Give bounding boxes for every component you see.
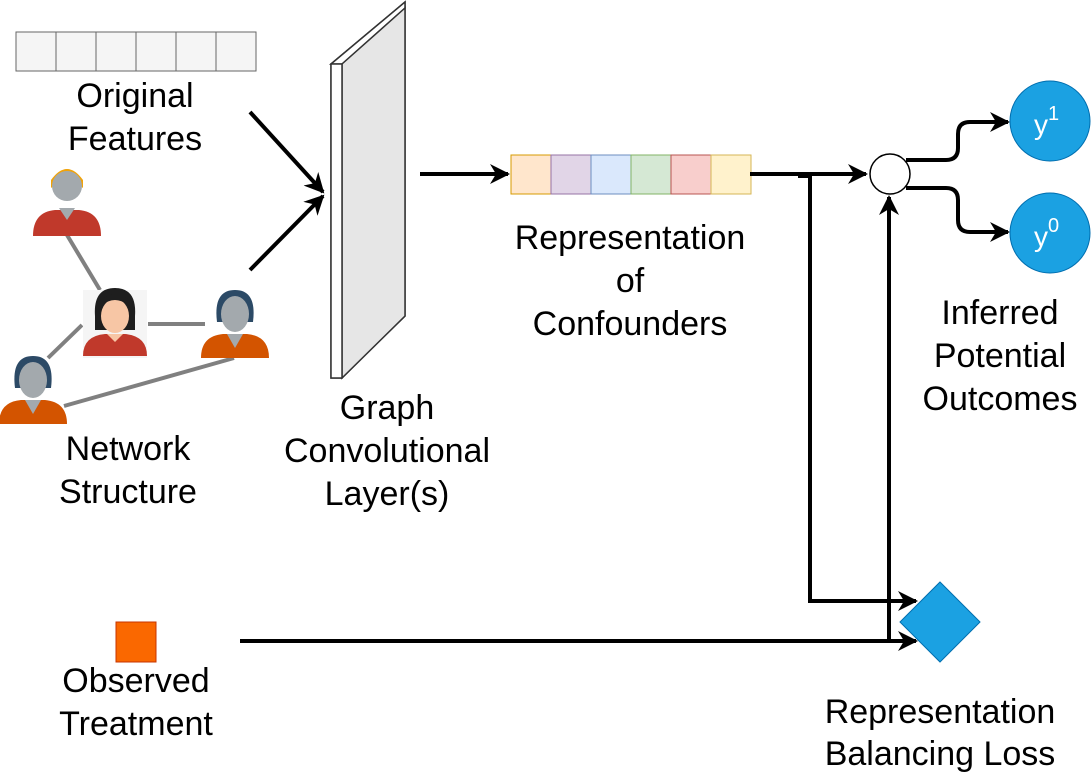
gcn-label-line2: Convolutional bbox=[284, 432, 490, 470]
person-icon bbox=[33, 169, 101, 236]
network-structure-label-line1: Network bbox=[66, 430, 192, 468]
network-edge bbox=[65, 233, 102, 292]
inferred-label-line3: Outcomes bbox=[923, 380, 1078, 418]
representation-cell bbox=[590, 154, 632, 195]
network-structure-label-line2: Structure bbox=[59, 473, 197, 511]
outcome-y0-label: y0 bbox=[1034, 215, 1059, 252]
outcome-node-y0 bbox=[1009, 192, 1091, 274]
representation-cell bbox=[710, 154, 752, 195]
feature-cell bbox=[15, 31, 57, 72]
representation-cell bbox=[670, 154, 712, 195]
network-edge bbox=[63, 356, 235, 408]
observed-treatment-label-line1: Observed bbox=[62, 662, 209, 700]
observed-treatment-label-line2: Treatment bbox=[59, 705, 213, 743]
network-to-gcn-arrow bbox=[248, 194, 325, 272]
outcome-y1-label: y1 bbox=[1034, 103, 1059, 140]
network-edges bbox=[46, 233, 235, 408]
balancing-loss-label-line2: Balancing Loss bbox=[825, 735, 1056, 773]
original-features-label-line1: Original bbox=[76, 77, 193, 115]
original-features-vector bbox=[15, 31, 257, 72]
representation-cell bbox=[510, 154, 552, 195]
feature-cell bbox=[95, 31, 137, 72]
combiner-to-y1-arrow bbox=[906, 112, 1010, 162]
graph-convolutional-layer bbox=[328, 0, 406, 380]
representation-cell bbox=[630, 154, 672, 195]
representation-cell bbox=[550, 154, 592, 195]
inferred-label-line2: Potential bbox=[934, 337, 1066, 375]
person-icon bbox=[201, 290, 269, 358]
feature-cell bbox=[55, 31, 97, 72]
features-to-gcn-arrow bbox=[248, 110, 325, 194]
representation-to-loss-arrow bbox=[798, 174, 918, 611]
balancing-loss-diamond bbox=[899, 581, 981, 663]
gcn-label-line3: Layer(s) bbox=[325, 475, 450, 513]
representation-label-line3: Confounders bbox=[533, 305, 728, 343]
original-features-label-line2: Features bbox=[68, 120, 202, 158]
network-edge bbox=[46, 323, 84, 360]
combiner-node bbox=[869, 153, 911, 195]
person-icon bbox=[0, 356, 67, 424]
balancing-loss-label-line1: Representation bbox=[825, 693, 1056, 731]
representation-label-line1: Representation bbox=[515, 219, 746, 257]
outcome-node-y1 bbox=[1009, 80, 1091, 162]
feature-cell bbox=[175, 31, 217, 72]
feature-cell bbox=[215, 31, 257, 72]
representation-vector bbox=[510, 154, 752, 195]
inferred-label-line1: Inferred bbox=[941, 294, 1058, 332]
person-icon-woman bbox=[83, 288, 147, 358]
observed-treatment-square bbox=[115, 621, 157, 663]
representation-label-line2: of bbox=[616, 262, 645, 300]
feature-cell bbox=[135, 31, 177, 72]
gcn-label-line1: Graph bbox=[340, 389, 435, 427]
combiner-to-y0-arrow bbox=[906, 186, 1010, 242]
